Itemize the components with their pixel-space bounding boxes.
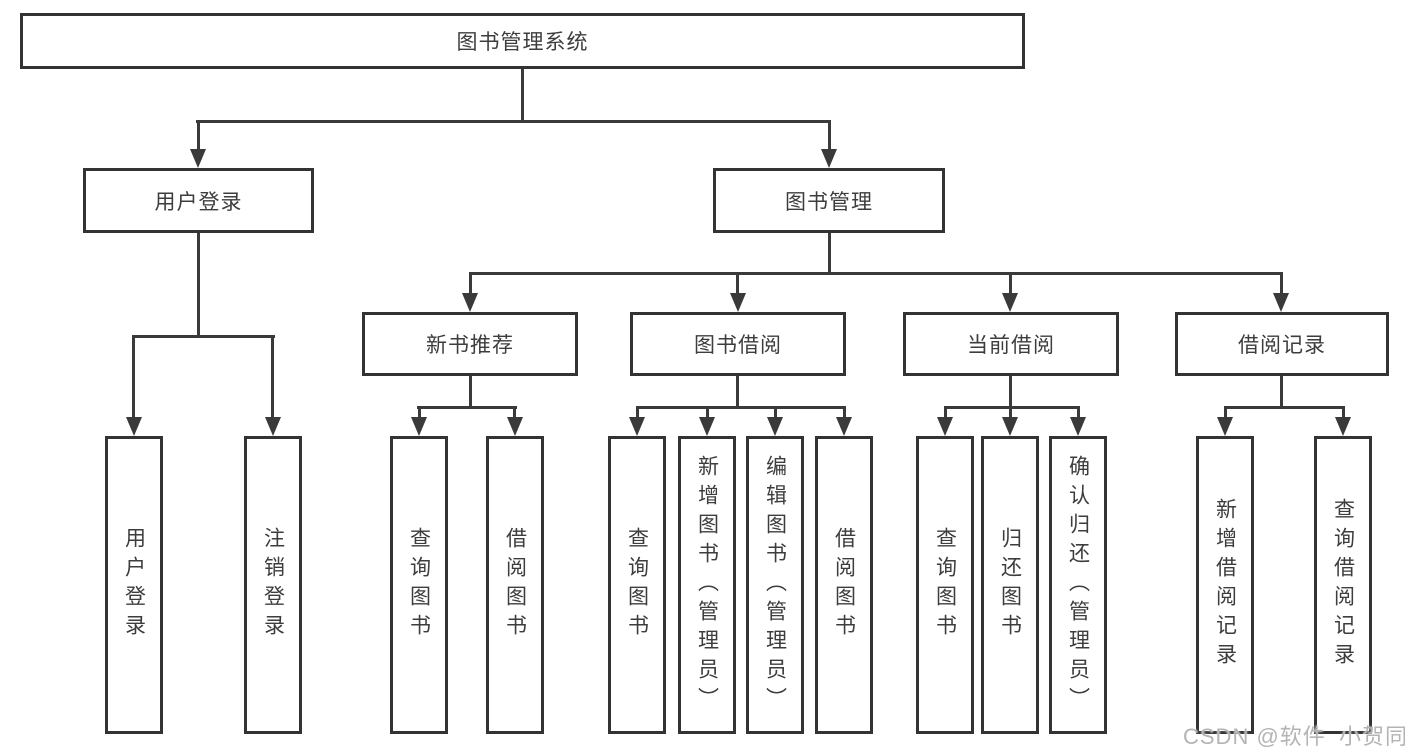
connector-userlogin-stem	[197, 233, 200, 338]
leaf-record-add-borrow-record: 新增借阅记录	[1196, 436, 1254, 734]
connector-shaft-book-borrow	[736, 272, 739, 294]
connector-recommend-stem	[469, 376, 472, 409]
leaf-logout: 注销登录	[244, 436, 302, 734]
csdn-watermark: CSDN @软件_小贺同学	[1183, 724, 1405, 747]
connector-shaft-borrow-record	[1280, 272, 1283, 294]
connector-root-stem	[521, 69, 524, 122]
arrowhead-book-management	[821, 149, 837, 168]
arrowhead-bb-edit	[767, 417, 783, 436]
leaf-borrow-query-book: 查询图书	[608, 436, 666, 734]
arrowhead-bb-add	[699, 417, 715, 436]
leaf-borrow-edit-book-admin: 编辑图书（管理员）	[746, 436, 804, 734]
arrowhead-bb-query	[629, 417, 645, 436]
arrowhead-leaf-user-login	[126, 417, 142, 436]
connector-shaft-leaf-user-login	[132, 335, 135, 419]
arrowhead-cb-confirm	[1070, 417, 1086, 436]
connector-shaft-cb-confirm	[1077, 406, 1080, 419]
node-borrow-record: 借阅记录	[1175, 312, 1389, 376]
connector-userlogin-crossbar	[133, 335, 275, 338]
connector-record-stem	[1280, 376, 1283, 409]
connector-shaft-rec-query	[1342, 406, 1345, 419]
connector-bookborrow-stem	[736, 376, 739, 409]
connector-shaft-bb-edit	[774, 406, 777, 419]
connector-shaft-cb-return	[1009, 406, 1012, 419]
connector-shaft-user-login	[197, 120, 200, 150]
arrowhead-borrow-record	[1273, 293, 1289, 312]
arrowhead-rec-add	[1217, 417, 1233, 436]
leaf-borrow-add-book-admin: 新增图书（管理员）	[678, 436, 736, 734]
connector-bookborrow-crossbar	[636, 406, 846, 409]
connector-shaft-bb-borrow	[843, 406, 846, 419]
leaf-current-return-book: 归还图书	[981, 436, 1039, 734]
arrowhead-rec-query	[1335, 417, 1351, 436]
connector-shaft-recommend-query	[418, 406, 421, 419]
connector-recommend-crossbar	[417, 406, 517, 409]
arrowhead-user-login	[190, 149, 206, 168]
connector-shaft-rec-add	[1224, 406, 1227, 419]
leaf-current-query-book: 查询图书	[916, 436, 974, 734]
arrowhead-current-borrow	[1002, 293, 1018, 312]
connector-shaft-book-management	[828, 120, 831, 150]
arrowhead-leaf-logout	[265, 417, 281, 436]
arrowhead-book-borrow	[730, 293, 746, 312]
connector-currentborrow-crossbar	[944, 406, 1080, 409]
connector-bookmgmt-stem	[828, 233, 831, 275]
node-book-borrow: 图书借阅	[630, 312, 846, 376]
connector-shaft-cb-query	[944, 406, 947, 419]
connector-root-crossbar	[196, 120, 831, 123]
node-current-borrow: 当前借阅	[903, 312, 1119, 376]
connector-shaft-bb-query	[636, 406, 639, 419]
node-root-library-system: 图书管理系统	[20, 13, 1025, 69]
connector-shaft-leaf-logout	[271, 335, 274, 419]
node-book-management: 图书管理	[713, 168, 945, 233]
arrowhead-recommend-query	[411, 417, 427, 436]
connector-record-crossbar	[1224, 406, 1345, 409]
connector-currentborrow-stem	[1009, 376, 1012, 409]
connector-shaft-recommend-borrow	[513, 406, 516, 419]
arrowhead-cb-query	[937, 417, 953, 436]
arrowhead-new-book-recommend	[462, 293, 478, 312]
leaf-recommend-borrow-book: 借阅图书	[486, 436, 544, 734]
arrowhead-cb-return	[1002, 417, 1018, 436]
connector-shaft-new-book-recommend	[469, 272, 472, 294]
arrowhead-recommend-borrow	[507, 417, 523, 436]
node-new-book-recommend: 新书推荐	[362, 312, 578, 376]
node-user-login: 用户登录	[83, 168, 314, 233]
leaf-recommend-query-book: 查询图书	[390, 436, 448, 734]
leaf-borrow-borrow-book: 借阅图书	[815, 436, 873, 734]
connector-shaft-bb-add	[706, 406, 709, 419]
arrowhead-bb-borrow	[836, 417, 852, 436]
leaf-current-confirm-return-admin: 确认归还（管理员）	[1049, 436, 1107, 734]
connector-shaft-current-borrow	[1009, 272, 1012, 294]
connector-bookmgmt-crossbar	[469, 272, 1282, 275]
leaf-record-query-borrow-record: 查询借阅记录	[1314, 436, 1372, 734]
leaf-user-login: 用户登录	[105, 436, 163, 734]
